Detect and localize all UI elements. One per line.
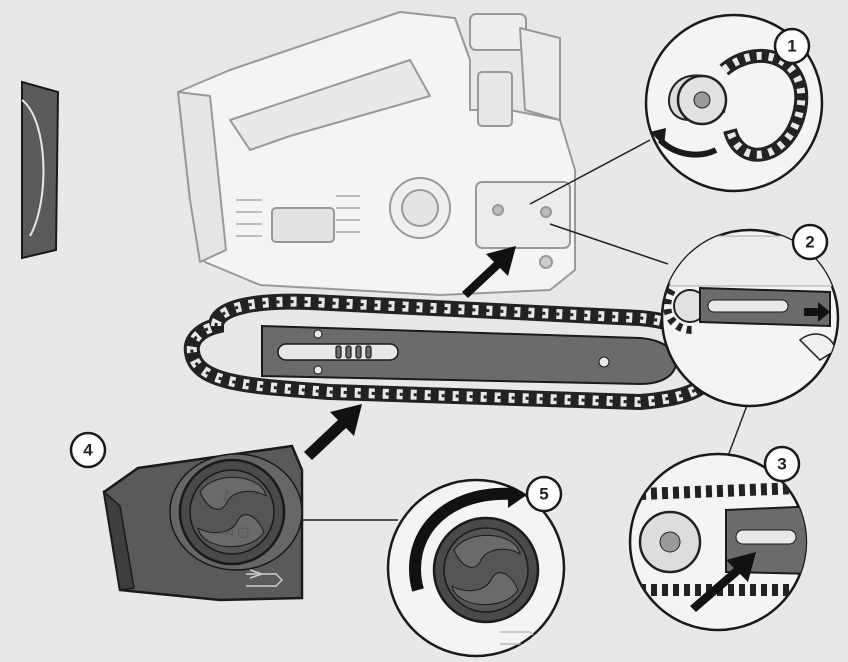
unlock-symbol-icon: ◃◃ ▢ xyxy=(220,525,249,540)
step-badge-2: 2 xyxy=(791,223,829,261)
clockwise-arrow-icon xyxy=(409,487,515,592)
detail-circle-1 xyxy=(644,13,824,193)
step-badge-3: 3 xyxy=(763,445,801,483)
push-arrow-icon xyxy=(462,246,516,298)
side-cover: ♪ ◃◃ ◃◃ ▢ xyxy=(102,444,304,602)
lock-symbol-icon: ♪ ◃◃ xyxy=(222,489,248,504)
rotate-arrow-icon xyxy=(657,137,718,158)
chainsaw-body xyxy=(177,11,576,296)
detail-circle-5 xyxy=(386,478,566,658)
spare-cover-piece xyxy=(21,80,60,260)
step-badge-1: 1 xyxy=(773,27,811,65)
step-badge-5: 5 xyxy=(525,475,563,513)
detail-circle-3 xyxy=(628,452,808,632)
chain-direction-icon xyxy=(246,569,284,587)
step-label-4: 4 xyxy=(83,441,93,460)
tension-knob: ♪ ◃◃ ◃◃ ▢ xyxy=(178,458,286,566)
detail-circle-2 xyxy=(660,228,840,408)
guide-bar xyxy=(261,324,678,386)
step-label-2: 2 xyxy=(805,233,814,252)
step-badge-4: 4 xyxy=(69,431,107,469)
step-label-3: 3 xyxy=(777,455,786,474)
step-label-5: 5 xyxy=(539,485,548,504)
bar-push-arrow-icon xyxy=(304,404,362,460)
leader-lines xyxy=(302,139,753,521)
step-label-1: 1 xyxy=(787,37,796,56)
